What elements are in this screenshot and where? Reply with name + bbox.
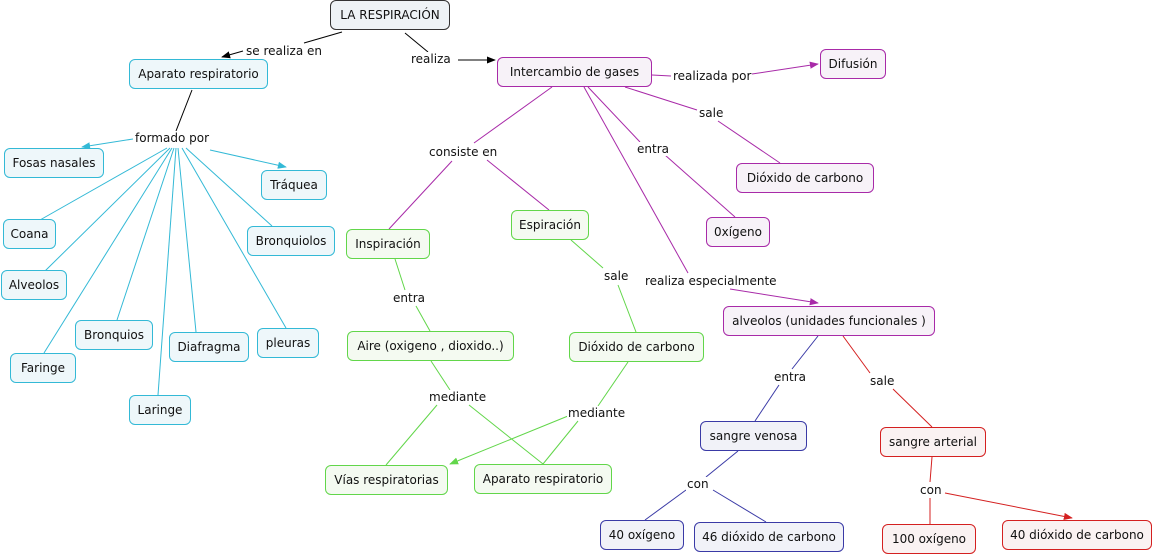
edge-entra-to-aire bbox=[415, 305, 431, 332]
concept-bronquios[interactable]: Bronquios bbox=[75, 320, 153, 350]
edge-con-to-40-oxigeno bbox=[644, 489, 687, 521]
edge-intercambio-to-entra bbox=[587, 86, 641, 143]
link-mediante-aire: mediante bbox=[428, 390, 488, 404]
link-se-realiza-en: se realiza en bbox=[245, 44, 323, 58]
concept-diafragma[interactable]: Diafragma bbox=[169, 332, 249, 362]
edge-se-realiza-en-to-aparato bbox=[221, 50, 244, 59]
link-entra-oxigeno: entra bbox=[636, 142, 670, 156]
concept-46-dioxido-de-carbono[interactable]: 46 dióxido de carbono bbox=[694, 522, 844, 552]
edge-intercambio-to-sale bbox=[624, 86, 698, 111]
link-sale-dioxido: sale bbox=[698, 106, 725, 120]
concept-faringe[interactable]: Faringe bbox=[10, 353, 76, 383]
link-sale-sangre-arterial: sale bbox=[869, 374, 896, 388]
edge-formado-to-alveolos bbox=[44, 147, 171, 272]
edge-intercambio-to-realiza-especialmente bbox=[583, 86, 689, 274]
concept-dioxido-de-carbono-2[interactable]: Dióxido de carbono bbox=[569, 332, 704, 362]
edge-formado-to-bronquiolos bbox=[185, 147, 273, 227]
edge-alveolos-to-entra bbox=[791, 335, 819, 370]
concept-vias-respiratorias[interactable]: Vías respiratorias bbox=[325, 465, 448, 495]
edge-root-to-realiza bbox=[404, 32, 429, 53]
concept-pleuras[interactable]: pleuras bbox=[257, 328, 319, 358]
concept-oxigeno[interactable]: 0xígeno bbox=[706, 217, 770, 247]
link-realizada-por: realizada por bbox=[672, 69, 753, 83]
concept-40-oxigeno[interactable]: 40 oxígeno bbox=[600, 520, 684, 550]
edge-formado-to-diafragma bbox=[177, 147, 197, 333]
concept-intercambio-de-gases[interactable]: Intercambio de gases bbox=[497, 57, 652, 87]
edge-con-to-46-dioxido bbox=[712, 489, 767, 523]
concept-aparato-respiratorio[interactable]: Aparato respiratorio bbox=[129, 59, 268, 89]
edge-entra-to-sangre-venosa bbox=[754, 384, 780, 422]
link-entra-sangre-venosa: entra bbox=[773, 370, 807, 384]
concept-fosas-nasales[interactable]: Fosas nasales bbox=[4, 148, 104, 178]
concept-sangre-arterial[interactable]: sangre arterial bbox=[880, 427, 986, 457]
edge-realizada-por-to-difusion bbox=[751, 61, 819, 75]
edge-formado-to-bronquios bbox=[116, 147, 175, 321]
edge-mediante-to-vias bbox=[385, 404, 438, 466]
edge-dioxido-2-to-mediante bbox=[597, 361, 629, 407]
edge-mediante-to-aparato-2 bbox=[468, 404, 544, 465]
concept-coana[interactable]: Coana bbox=[3, 219, 56, 249]
edge-sangre-arterial-to-con bbox=[929, 456, 933, 483]
concept-sangre-venosa[interactable]: sangre venosa bbox=[700, 421, 807, 451]
concept-aparato-respiratorio-2[interactable]: Aparato respiratorio bbox=[474, 464, 612, 494]
edge-mediante-2-to-vias bbox=[449, 415, 569, 465]
edge-intercambio-to-consiste-en bbox=[473, 86, 553, 144]
edge-formado-to-fosas bbox=[81, 138, 134, 150]
edge-espiracion-to-sale bbox=[570, 239, 604, 269]
edge-consiste-to-inspiracion bbox=[388, 160, 453, 230]
edge-consiste-to-espiracion bbox=[486, 159, 550, 211]
link-con-venosa: con bbox=[686, 477, 710, 491]
edge-aire-to-mediante bbox=[430, 360, 451, 391]
concept-alveolos-unidades-funcionales[interactable]: alveolos (unidades funcionales ) bbox=[723, 306, 935, 336]
edge-inspiracion-to-entra bbox=[394, 258, 406, 291]
edge-formado-to-coana bbox=[39, 147, 168, 221]
edge-entra-to-oxigeno bbox=[664, 154, 736, 218]
concept-la-respiracion[interactable]: LA RESPIRACIÓN bbox=[330, 0, 450, 30]
link-entra-aire: entra bbox=[392, 291, 426, 305]
edge-formado-to-traquea bbox=[209, 149, 287, 169]
link-con-arterial: con bbox=[919, 483, 943, 497]
concept-100-oxigeno[interactable]: 100 oxígeno bbox=[882, 524, 976, 554]
edge-formado-to-faringe bbox=[43, 147, 173, 354]
concept-inspiracion[interactable]: Inspiración bbox=[346, 229, 430, 259]
edge-sale-to-dioxido-2 bbox=[617, 284, 637, 333]
concept-laringe[interactable]: Laringe bbox=[129, 395, 191, 425]
edge-root-to-se-realiza-en bbox=[303, 31, 343, 44]
link-consiste-en: consiste en bbox=[428, 145, 499, 159]
concept-alveolos[interactable]: Alveolos bbox=[1, 270, 67, 300]
concept-aire[interactable]: Aire (oxigeno , dioxido..) bbox=[347, 331, 514, 361]
link-realiza-especialmente: realiza especialmente bbox=[644, 274, 778, 288]
edge-intercambio-to-realizada-por bbox=[651, 74, 672, 77]
link-sale-espiracion: sale bbox=[603, 269, 630, 283]
link-realiza: realiza bbox=[410, 52, 452, 66]
link-mediante-dioxido: mediante bbox=[567, 406, 627, 420]
concept-dioxido-de-carbono-1[interactable]: Dióxido de carbono bbox=[736, 163, 874, 193]
edge-formado-to-pleuras bbox=[181, 147, 287, 329]
edge-sale-to-sangre-arterial bbox=[892, 388, 933, 428]
edge-sale-to-dioxido bbox=[717, 120, 781, 164]
concept-traquea[interactable]: Tráquea bbox=[261, 170, 327, 200]
edge-realiza-especialmente-to-alveolos bbox=[729, 288, 819, 306]
concept-bronquiolos[interactable]: Bronquiolos bbox=[247, 226, 335, 256]
concept-espiracion[interactable]: Espiración bbox=[511, 210, 589, 240]
edge-con-to-40-dioxido bbox=[944, 492, 1073, 520]
edge-sangre-venosa-to-con bbox=[705, 450, 739, 478]
concept-difusion[interactable]: Difusión bbox=[820, 49, 886, 79]
concept-40-dioxido-de-carbono[interactable]: 40 dióxido de carbono bbox=[1002, 520, 1152, 550]
edge-formado-to-laringe bbox=[157, 147, 177, 396]
link-formado-por: formado por bbox=[134, 131, 210, 145]
edge-alveolos-to-sale bbox=[842, 335, 871, 374]
edge-mediante-2-to-aparato-2 bbox=[542, 420, 579, 465]
edge-aparato-to-formado-por bbox=[175, 89, 193, 132]
